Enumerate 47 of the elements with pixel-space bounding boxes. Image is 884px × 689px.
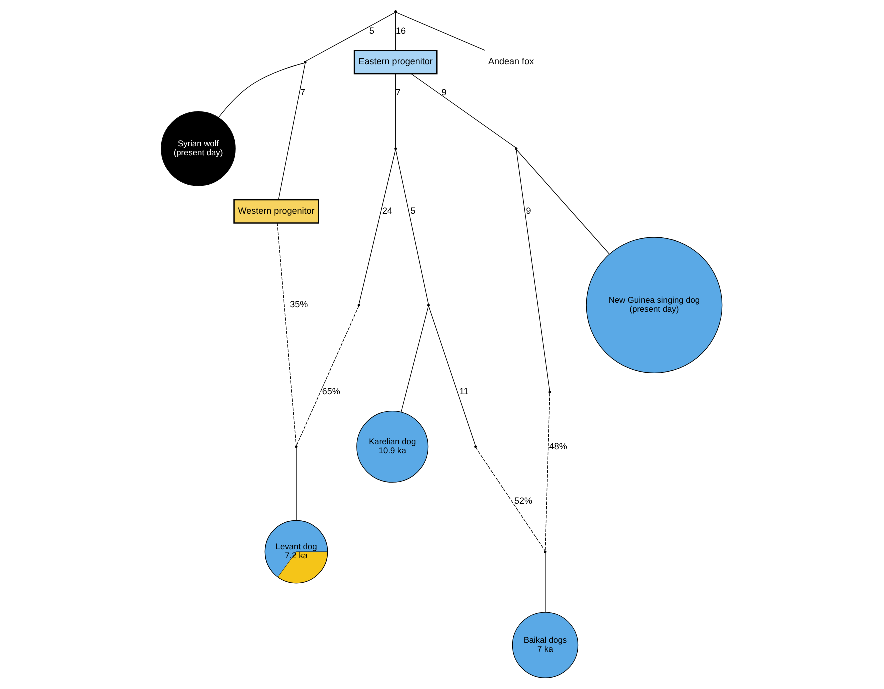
node-point [358,304,360,307]
edge-label: 65% [322,386,340,397]
node-box: Eastern progenitor [354,50,438,75]
connector [476,448,546,552]
connector [358,150,396,305]
connector [218,62,306,118]
connector [278,63,306,200]
node-circle: Baikal dogs 7 ka [512,612,579,678]
node-circle: Karelian dog 10.9 ka [356,410,429,483]
edge-label: 52% [514,496,533,506]
connector [516,150,610,255]
connector [411,74,516,148]
node-circle: New Guinea singing dog (present day) [586,237,723,374]
edge-label: 11 [460,386,469,397]
edge-label: 9 [442,87,447,98]
connector [516,150,550,392]
node-point [394,148,398,150]
connector [296,306,360,446]
node-circle: Syrian wolf (present day) [161,112,236,186]
edge-label: 7 [300,87,306,98]
edge-label: 16 [396,26,406,36]
connector [306,12,396,62]
connector [277,222,297,446]
node-point [427,304,430,307]
node-point [515,148,518,150]
connector [428,306,476,446]
edge-label: 7 [396,87,401,98]
node-point [394,10,398,13]
edge-label: 9 [526,206,532,216]
node-text: Andean fox [488,56,534,67]
connector [545,393,550,552]
connector [401,306,429,413]
connector [396,12,486,51]
edge-label: 24 [382,206,392,216]
node-point [304,61,307,64]
connector [296,448,297,521]
node-box: Western progenitor [234,199,320,224]
node-point [474,446,478,448]
edge-label: 48% [549,441,568,452]
node-point [548,391,552,394]
node-point [544,550,547,554]
edge-label: 5 [410,206,416,216]
edge-label: 5 [369,26,374,36]
node-point [295,446,298,448]
connector [396,150,429,305]
connector [545,552,546,613]
edge-label: 35% [290,300,308,310]
